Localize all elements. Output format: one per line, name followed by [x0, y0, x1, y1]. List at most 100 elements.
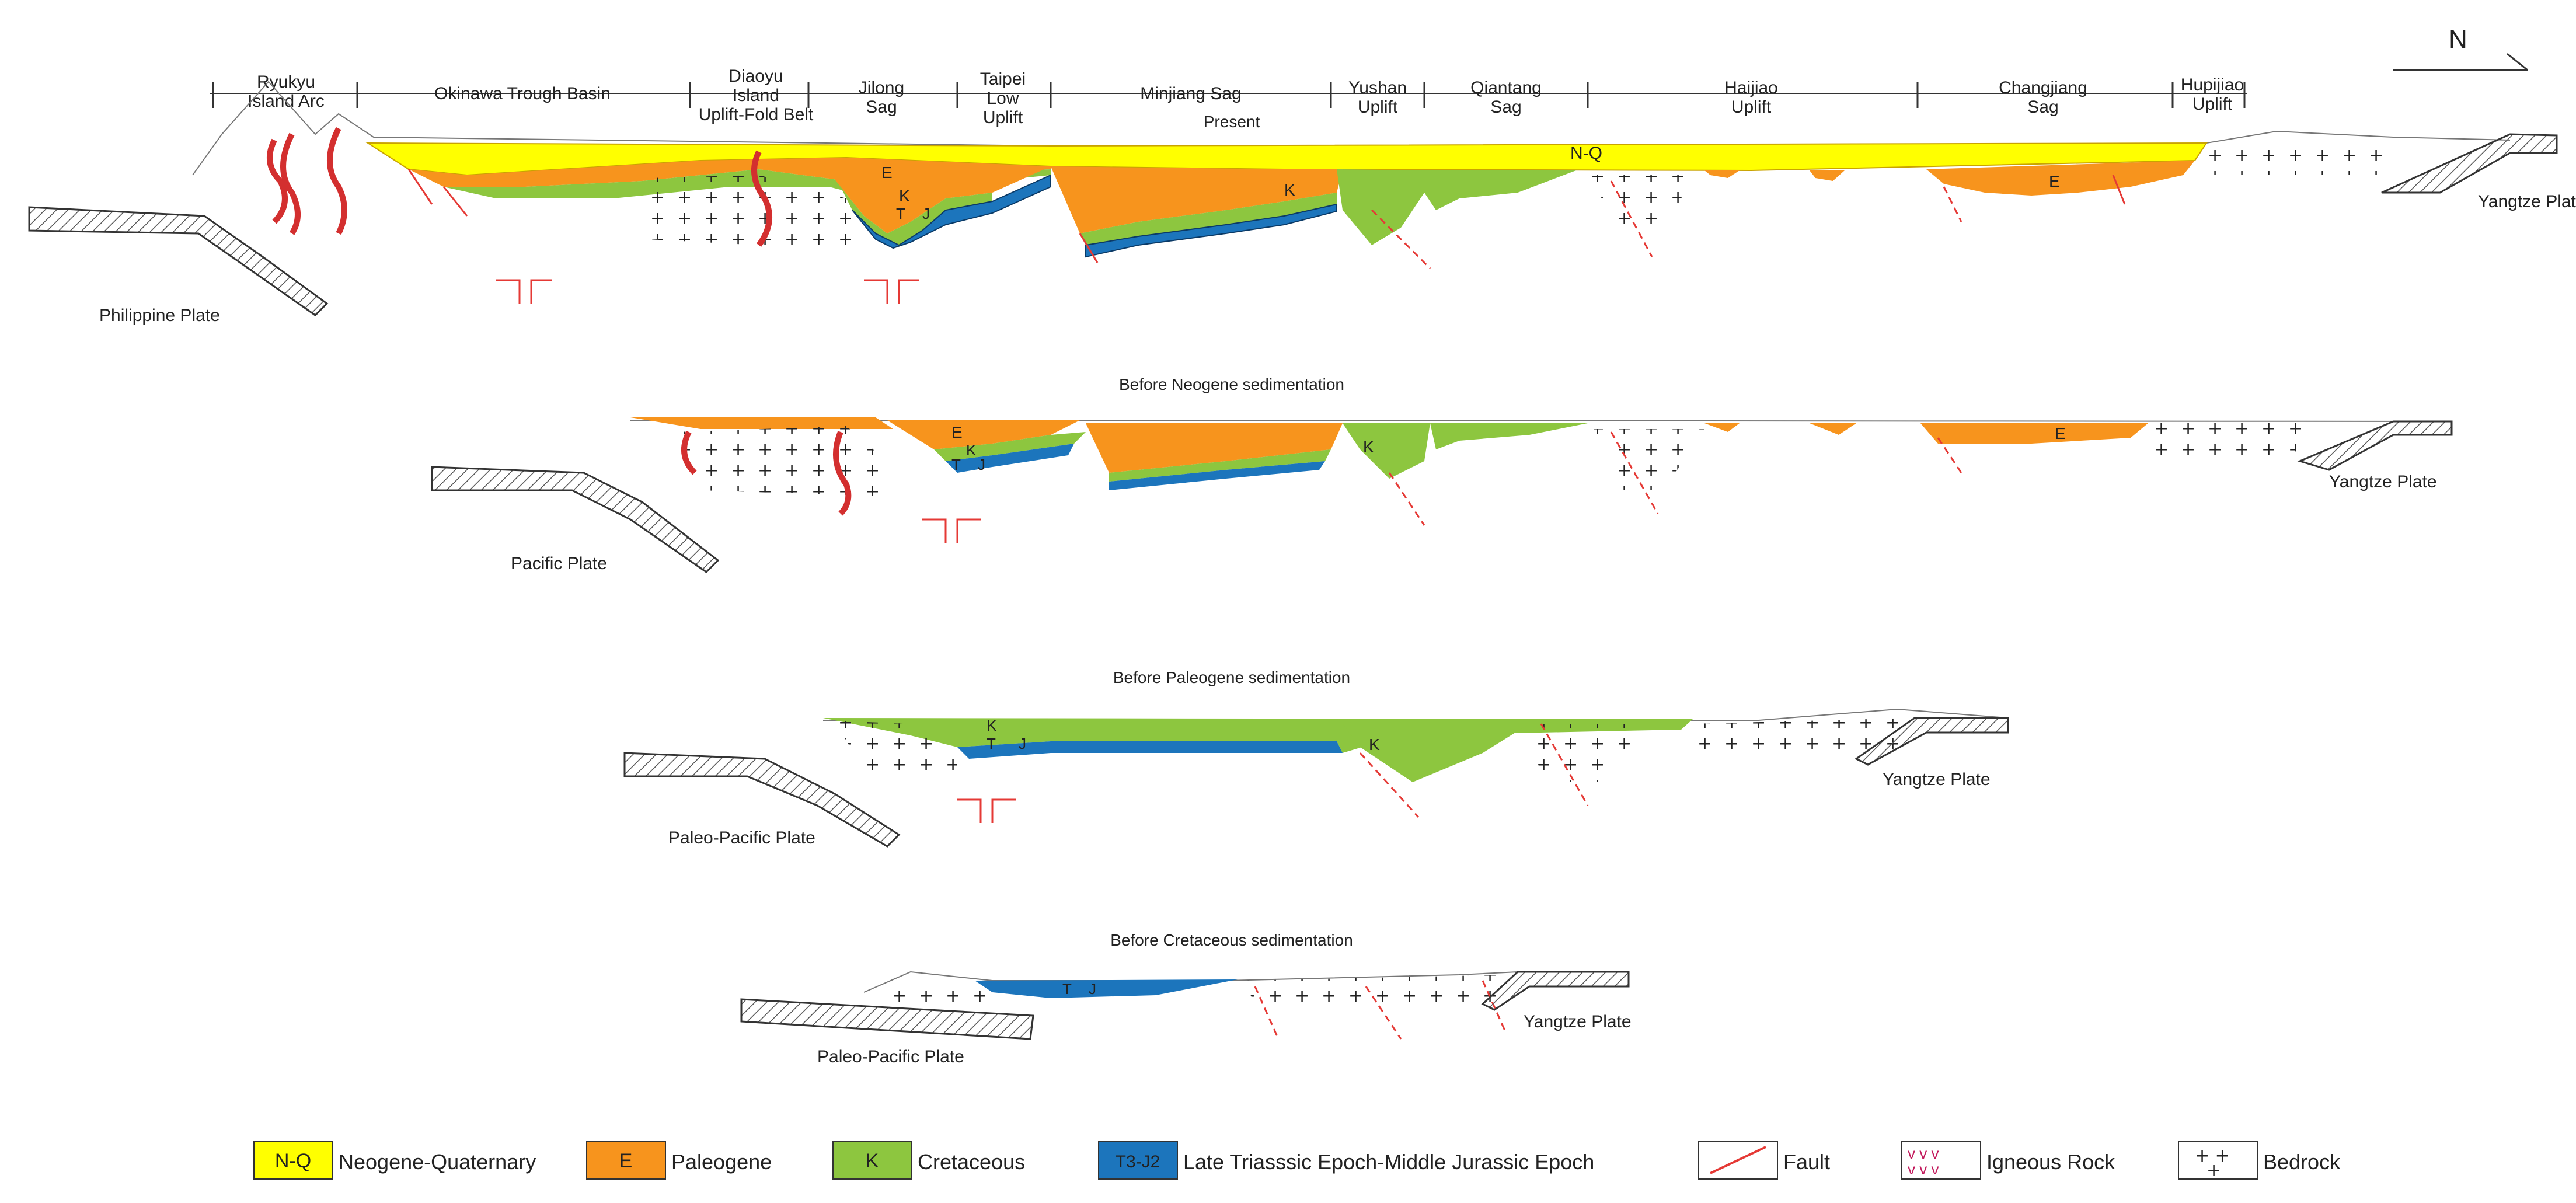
label-k-yushan: K: [1363, 438, 1374, 456]
label-k-yushan: K: [1369, 735, 1380, 754]
svg-text:v v v: v v v: [1908, 1160, 1939, 1178]
label-k-yushan: K: [1284, 181, 1295, 199]
plate-label-left: Paleo-Pacific Plate: [668, 828, 815, 848]
plate-yangtze-2: [2297, 420, 2453, 471]
plate-yangtze-present: [2381, 133, 2558, 194]
plate-philippine: [28, 206, 329, 316]
plate-label-right: Yangtze Plate: [1883, 770, 1991, 789]
section-title: Present: [1204, 113, 1260, 131]
layer-cretaceous-yushan: [1343, 423, 1430, 479]
layer-triassic-jurassic: [975, 979, 1238, 998]
section-title: Before Neogene sedimentation: [1119, 375, 1344, 393]
bedrock-haijiao: [1518, 724, 1646, 782]
layer-triassic-jurassic-jilong: [946, 444, 1074, 473]
label-nq: N-Q: [1570, 144, 1602, 163]
layer-paleogene-minjiang: [1051, 166, 1343, 233]
label-j: J: [978, 456, 985, 473]
svg-text:v v v: v v v: [1908, 1145, 1939, 1162]
svg-text:+: +: [2206, 1160, 2221, 1181]
layer-cretaceous-jilong: [841, 187, 992, 245]
section-before-neogene: Before Neogene sedimentation E K T: [431, 375, 2453, 573]
bedrock-hupijiao: [2148, 423, 2306, 455]
legend-item-nq: N-Q Neogene-Quaternary: [253, 1141, 536, 1180]
legend-item-fault: Fault: [1698, 1141, 1830, 1180]
layer-paleogene-minjiang: [1086, 423, 1343, 473]
layer-paleogene-west: [630, 417, 893, 429]
layer-triassic-jurassic-minjiang: [1085, 203, 1337, 258]
legend: N-Q Neogene-Quaternary E Paleogene K Cre…: [253, 1141, 2341, 1181]
label-t: T: [1062, 980, 1072, 998]
bedrock-west: [835, 721, 957, 770]
legend-item-tj: T3-J2 Late Triasssic Epoch-Middle Jurass…: [1098, 1141, 1594, 1180]
bedrock-haijiao: [1588, 175, 1693, 233]
bedrock-hupijiao: [2206, 143, 2393, 175]
section-title: Before Paleogene sedimentation: [1113, 668, 1350, 686]
label-t: T: [896, 205, 905, 222]
north-arrow: N: [2393, 25, 2528, 71]
legend-swatch-text: N-Q: [275, 1150, 311, 1172]
label-e: E: [881, 163, 893, 182]
label-k: K: [899, 187, 910, 205]
faults-present: [407, 169, 2126, 270]
plate-label-left: Pacific Plate: [511, 554, 607, 573]
legend-label: Paleogene: [671, 1150, 772, 1174]
layer-triassic-jurassic-jilong: [852, 174, 1051, 249]
legend-item-bedrock: + + + Bedrock: [2178, 1141, 2341, 1181]
plate-paleo-pacific: [740, 998, 1034, 1040]
plate-pacific: [431, 466, 720, 573]
label-j: J: [922, 205, 930, 222]
plate-label-right: Yangtze Plate: [1524, 1012, 1632, 1031]
bedrock-east: [1693, 718, 1915, 753]
plate-yangtze-3: [1855, 717, 2009, 766]
legend-label: Neogene-Quaternary: [339, 1150, 536, 1174]
svg-text:+ +: + +: [2195, 1146, 2230, 1166]
bedrock-east: [1243, 975, 1506, 1004]
legend-label: Fault: [1783, 1150, 1830, 1174]
legend-item-e: E Paleogene: [586, 1141, 772, 1180]
plate-yangtze-4: [1481, 971, 1630, 1011]
plate-label-left: Paleo-Pacific Plate: [817, 1047, 964, 1066]
bedrock-west: [887, 981, 1004, 1004]
legend-label: Cretaceous: [918, 1150, 1025, 1174]
legend-label: Igneous Rock: [1986, 1150, 2115, 1174]
section-present: Present: [28, 81, 2576, 325]
igneous-ryukyu: [267, 127, 772, 247]
legend-swatch-text: T3-J2: [1116, 1152, 1160, 1171]
unit-label-minjiang: Minjiang Sag: [1140, 84, 1241, 103]
layer-triassic-jurassic: [957, 741, 1343, 759]
label-e-changjiang: E: [2055, 424, 2066, 442]
legend-item-igneous: v v v v v v Igneous Rock: [1901, 1141, 2115, 1180]
igneous-diaoyu: [681, 430, 852, 516]
section-title: Before Cretaceous sedimentation: [1110, 931, 1353, 949]
section-before-cretaceous: Before Cretaceous sedimentation T J Pale…: [740, 931, 1632, 1066]
layer-cretaceous-jilong: [934, 432, 1086, 461]
label-t: T: [951, 456, 961, 473]
plate-paleo-pacific: [623, 752, 901, 848]
label-k: K: [987, 717, 997, 734]
plate-label-left: Philippine Plate: [99, 306, 220, 325]
layer-paleogene-jilong: [887, 420, 1080, 449]
plate-label-right: Yangtze Plate: [2329, 472, 2437, 491]
layer-paleogene-changjiang: [1926, 161, 2195, 196]
layer-cretaceous-yushan: [1337, 169, 1424, 245]
label-j: J: [1019, 735, 1026, 752]
label-t: T: [987, 735, 996, 752]
legend-swatch-text: K: [866, 1150, 879, 1172]
bedrock-diaoyu: [677, 426, 893, 496]
layer-cretaceous-minjiang: [1080, 193, 1337, 245]
label-e: E: [951, 423, 963, 441]
label-e-changjiang: E: [2049, 172, 2060, 190]
legend-item-k: K Cretaceous: [832, 1141, 1025, 1180]
legend-label: Bedrock: [2263, 1150, 2341, 1174]
legend-swatch-text: E: [619, 1150, 633, 1172]
legend-label: Late Triasssic Epoch-Middle Jurassic Epo…: [1183, 1150, 1594, 1174]
